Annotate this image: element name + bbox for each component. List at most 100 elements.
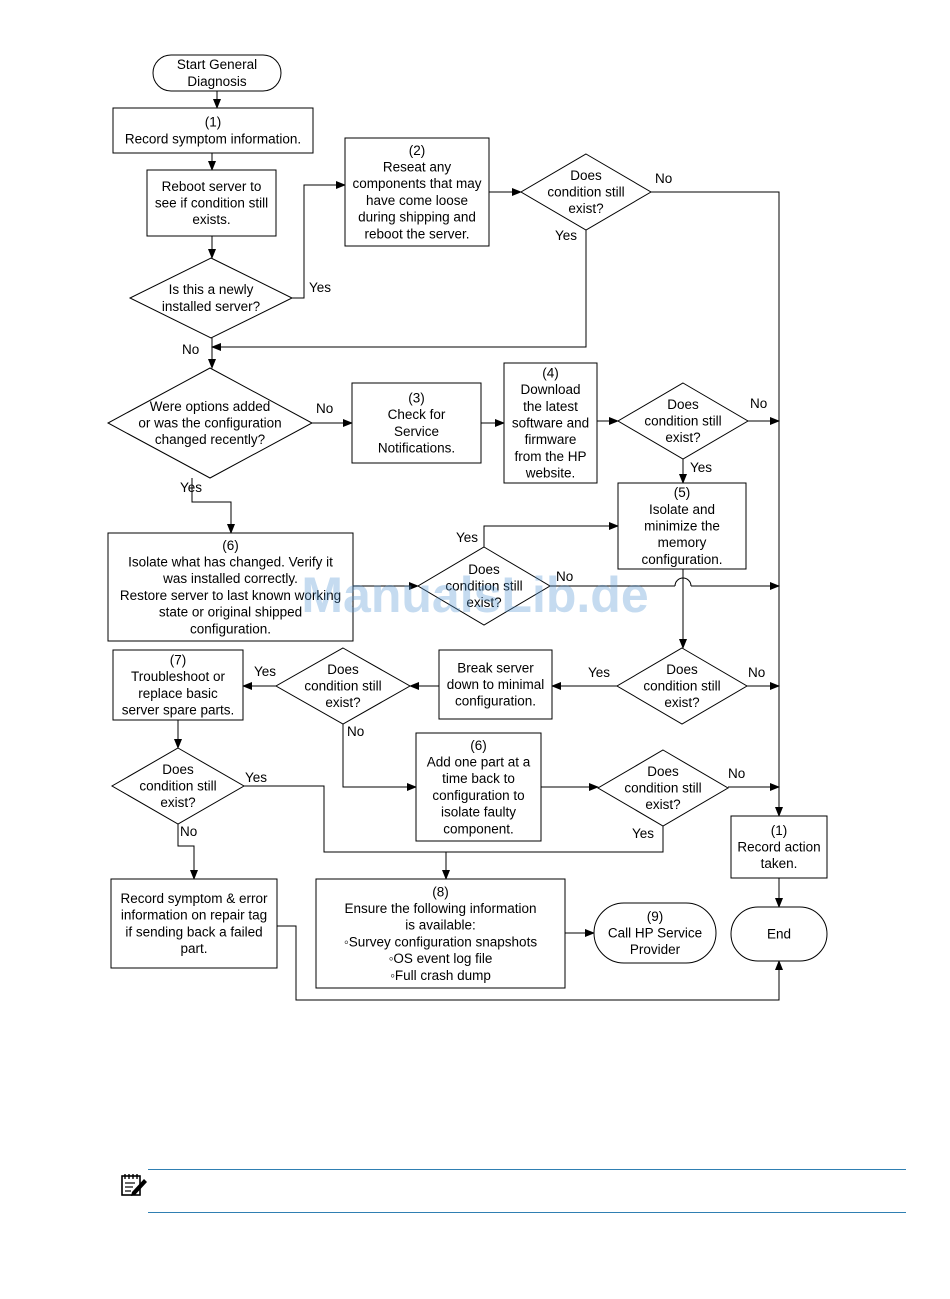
decision-diamond	[597, 749, 729, 827]
node-text: if sending back a failed	[125, 924, 262, 939]
node-text: exist?	[664, 695, 699, 710]
connector	[651, 191, 783, 817]
no-label: No	[180, 824, 197, 839]
node-text: exist?	[568, 201, 603, 216]
node-end: End	[730, 906, 828, 962]
node-text: taken.	[761, 856, 798, 871]
node-text: Service	[394, 424, 439, 439]
node-text: Does	[162, 762, 194, 777]
no-label: No	[182, 342, 199, 357]
node-text: Call HP Service	[608, 926, 702, 941]
note-icon	[120, 1172, 148, 1198]
node-text: server spare parts.	[122, 703, 235, 718]
node-text: (8)	[432, 884, 449, 899]
node-text: Does	[667, 397, 699, 412]
node-text: (2)	[409, 143, 426, 158]
node-box	[730, 815, 828, 879]
node-text: End	[767, 927, 791, 942]
node-box	[503, 362, 598, 484]
connector	[292, 181, 346, 299]
connector-hop	[674, 577, 692, 587]
yes-label: Yes	[254, 664, 276, 679]
node-text: (6)	[470, 738, 487, 753]
node-text: Check for	[388, 407, 446, 422]
node-box	[112, 107, 314, 154]
node-text: isolate faulty	[441, 805, 516, 820]
node-text: during shipping and	[358, 210, 476, 225]
no-label: No	[750, 396, 767, 411]
node-text: Ensure the following information	[344, 901, 536, 916]
node-text: installed server?	[162, 299, 260, 314]
node-text: Break server	[457, 660, 534, 675]
node-text: changed recently?	[155, 432, 265, 447]
yes-label: Yes	[632, 826, 654, 841]
node-box	[107, 532, 354, 642]
node-text: (7)	[170, 652, 187, 667]
node-text: ◦OS event log file	[389, 951, 493, 966]
node-text: Does	[647, 764, 679, 779]
node-text: Does	[570, 168, 602, 183]
node-text: Start General	[177, 57, 257, 72]
yes-label: Yes	[555, 228, 577, 243]
decision-diamond	[106, 367, 314, 479]
node-text: (9)	[647, 909, 664, 924]
node-n8: (8) Ensure the following information is av…	[315, 878, 566, 989]
connector	[483, 522, 619, 547]
node-text: Record symptom & error	[120, 891, 268, 906]
node-box	[344, 137, 490, 247]
node-text: Were options added	[150, 399, 271, 414]
node-text: part.	[180, 941, 207, 956]
note-bottom-rule	[148, 1212, 906, 1213]
node-text: Reseat any	[383, 159, 452, 174]
yes-label: Yes	[588, 665, 610, 680]
node-text: exist?	[466, 595, 501, 610]
node-n6a: (6)Isolate what has changed. Verify itwa…	[107, 532, 354, 642]
terminator-shape	[152, 54, 282, 92]
node-text: configuration.	[190, 621, 271, 636]
node-text: from the HP	[514, 449, 586, 464]
node-text: was installed correctly.	[162, 571, 298, 586]
node-text: Does	[666, 662, 698, 677]
decision-diamond	[110, 747, 246, 825]
node-text: Add one part at a	[427, 754, 531, 769]
node-text: Isolate what has changed. Verify it	[128, 554, 333, 569]
node-box	[112, 649, 244, 721]
node-text: exist?	[665, 430, 700, 445]
node-text: is available:	[405, 918, 476, 933]
connector	[342, 724, 417, 791]
no-label: No	[728, 766, 745, 781]
node-box	[315, 878, 566, 989]
node-text: Is this a newly	[169, 282, 254, 297]
watermark-text: ManualsLib.de	[301, 567, 648, 623]
node-text: exists.	[192, 212, 230, 227]
node-text: condition still	[643, 679, 720, 694]
node-text: (1)	[771, 823, 788, 838]
node-text: condition still	[547, 185, 624, 200]
node-text: time back to	[442, 771, 515, 786]
node-q_new: Is this a newly installed server?	[128, 257, 294, 339]
node-text: condition still	[304, 679, 381, 694]
node-box	[438, 649, 553, 720]
node-text: Reboot server to	[162, 179, 262, 194]
no-label: No	[655, 171, 672, 186]
connector	[177, 824, 198, 880]
node-text: condition still	[624, 781, 701, 796]
node-text: condition still	[139, 779, 216, 794]
node-text: the latest	[523, 399, 578, 414]
no-label: No	[748, 665, 765, 680]
node-text: memory	[658, 535, 707, 550]
node-text: exist?	[160, 795, 195, 810]
node-text: Does	[327, 662, 359, 677]
